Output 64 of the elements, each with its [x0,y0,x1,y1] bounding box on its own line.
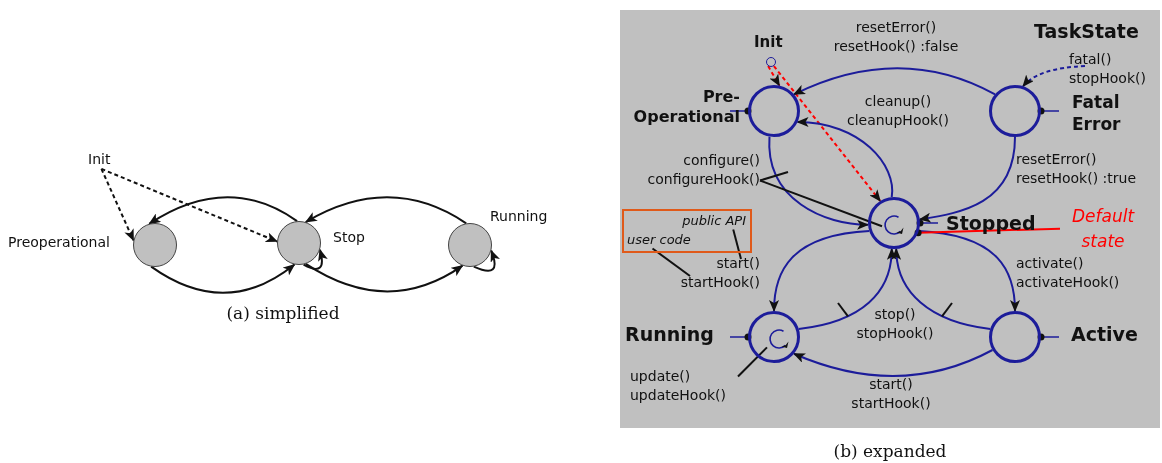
transition-arrow [767,65,781,87]
transition-label: fatal() stopHook() [1069,50,1147,88]
default-state-note: Default state [1060,204,1146,254]
state-circle [133,223,177,267]
method-label: update() updateHook() [630,367,738,405]
annotation-box [622,209,752,253]
transition-arrow [768,135,870,230]
leader-line [759,179,883,228]
transition-arrow [304,262,464,293]
transition-arrow [100,167,279,243]
transition-label: resetError() resetHook() :false [832,18,960,56]
transition-arrow [302,248,328,270]
state-name: Stop [333,228,365,247]
transition-arrow [304,196,468,225]
transition-arrow [100,167,135,242]
annotation-text: user code [627,231,691,249]
state-circle [748,311,800,363]
panel-title: TaskState [1034,19,1139,44]
transition-arrow [797,247,897,330]
state-name: Init [754,32,783,53]
state-circle [989,311,1041,363]
leader-line [941,302,953,318]
transition-label: resetError() resetHook() :true [1016,150,1138,188]
state-circle [868,197,920,249]
diagram-panel [620,10,1160,428]
leader-line [737,346,768,378]
state-circle [277,221,321,265]
initial-state-label: Init [88,150,111,169]
figure-caption: (b) expanded [832,440,948,463]
leader-line [837,302,849,318]
state-name: Pre-Operational [632,87,740,127]
transition-label: cleanup() cleanupHook() [845,92,951,130]
transition-arrow [150,263,296,294]
state-circle [989,85,1041,137]
transition-arrow [772,65,882,202]
transition-arrow [792,67,997,96]
state-name: Active [1071,322,1138,347]
transition-arrow [918,136,1016,223]
transition-arrow [796,117,894,199]
transition-arrow [769,230,871,312]
state-name: Fatal Error [1072,91,1122,136]
transition-arrow [472,249,500,272]
state-name: Preoperational [8,233,110,252]
transition-arrow [792,349,994,377]
loop-arrow-icon [767,327,791,351]
leader-line [759,171,789,182]
state-name: Running [490,207,548,226]
annotation-text: public API [682,212,746,230]
method-label: configure() configureHook() [620,151,760,189]
figure-caption: (a) simplified [225,302,341,325]
transition-label: activate() activateHook() [1016,254,1121,292]
state-name: Running [625,322,714,347]
transition-label: start() startHook() [679,254,760,292]
state-circle [748,85,800,137]
transition-label: start() startHook() [850,375,932,413]
state-circle [448,223,492,267]
loop-arrow-icon [882,213,906,237]
state-name: Stopped [946,211,1036,236]
leader-line [732,228,742,260]
transition-arrow [1022,65,1086,88]
method-label: stop() stopHook() [848,305,942,343]
transition-arrow [148,196,299,225]
transition-arrow [891,247,992,330]
leader-line [651,247,691,277]
